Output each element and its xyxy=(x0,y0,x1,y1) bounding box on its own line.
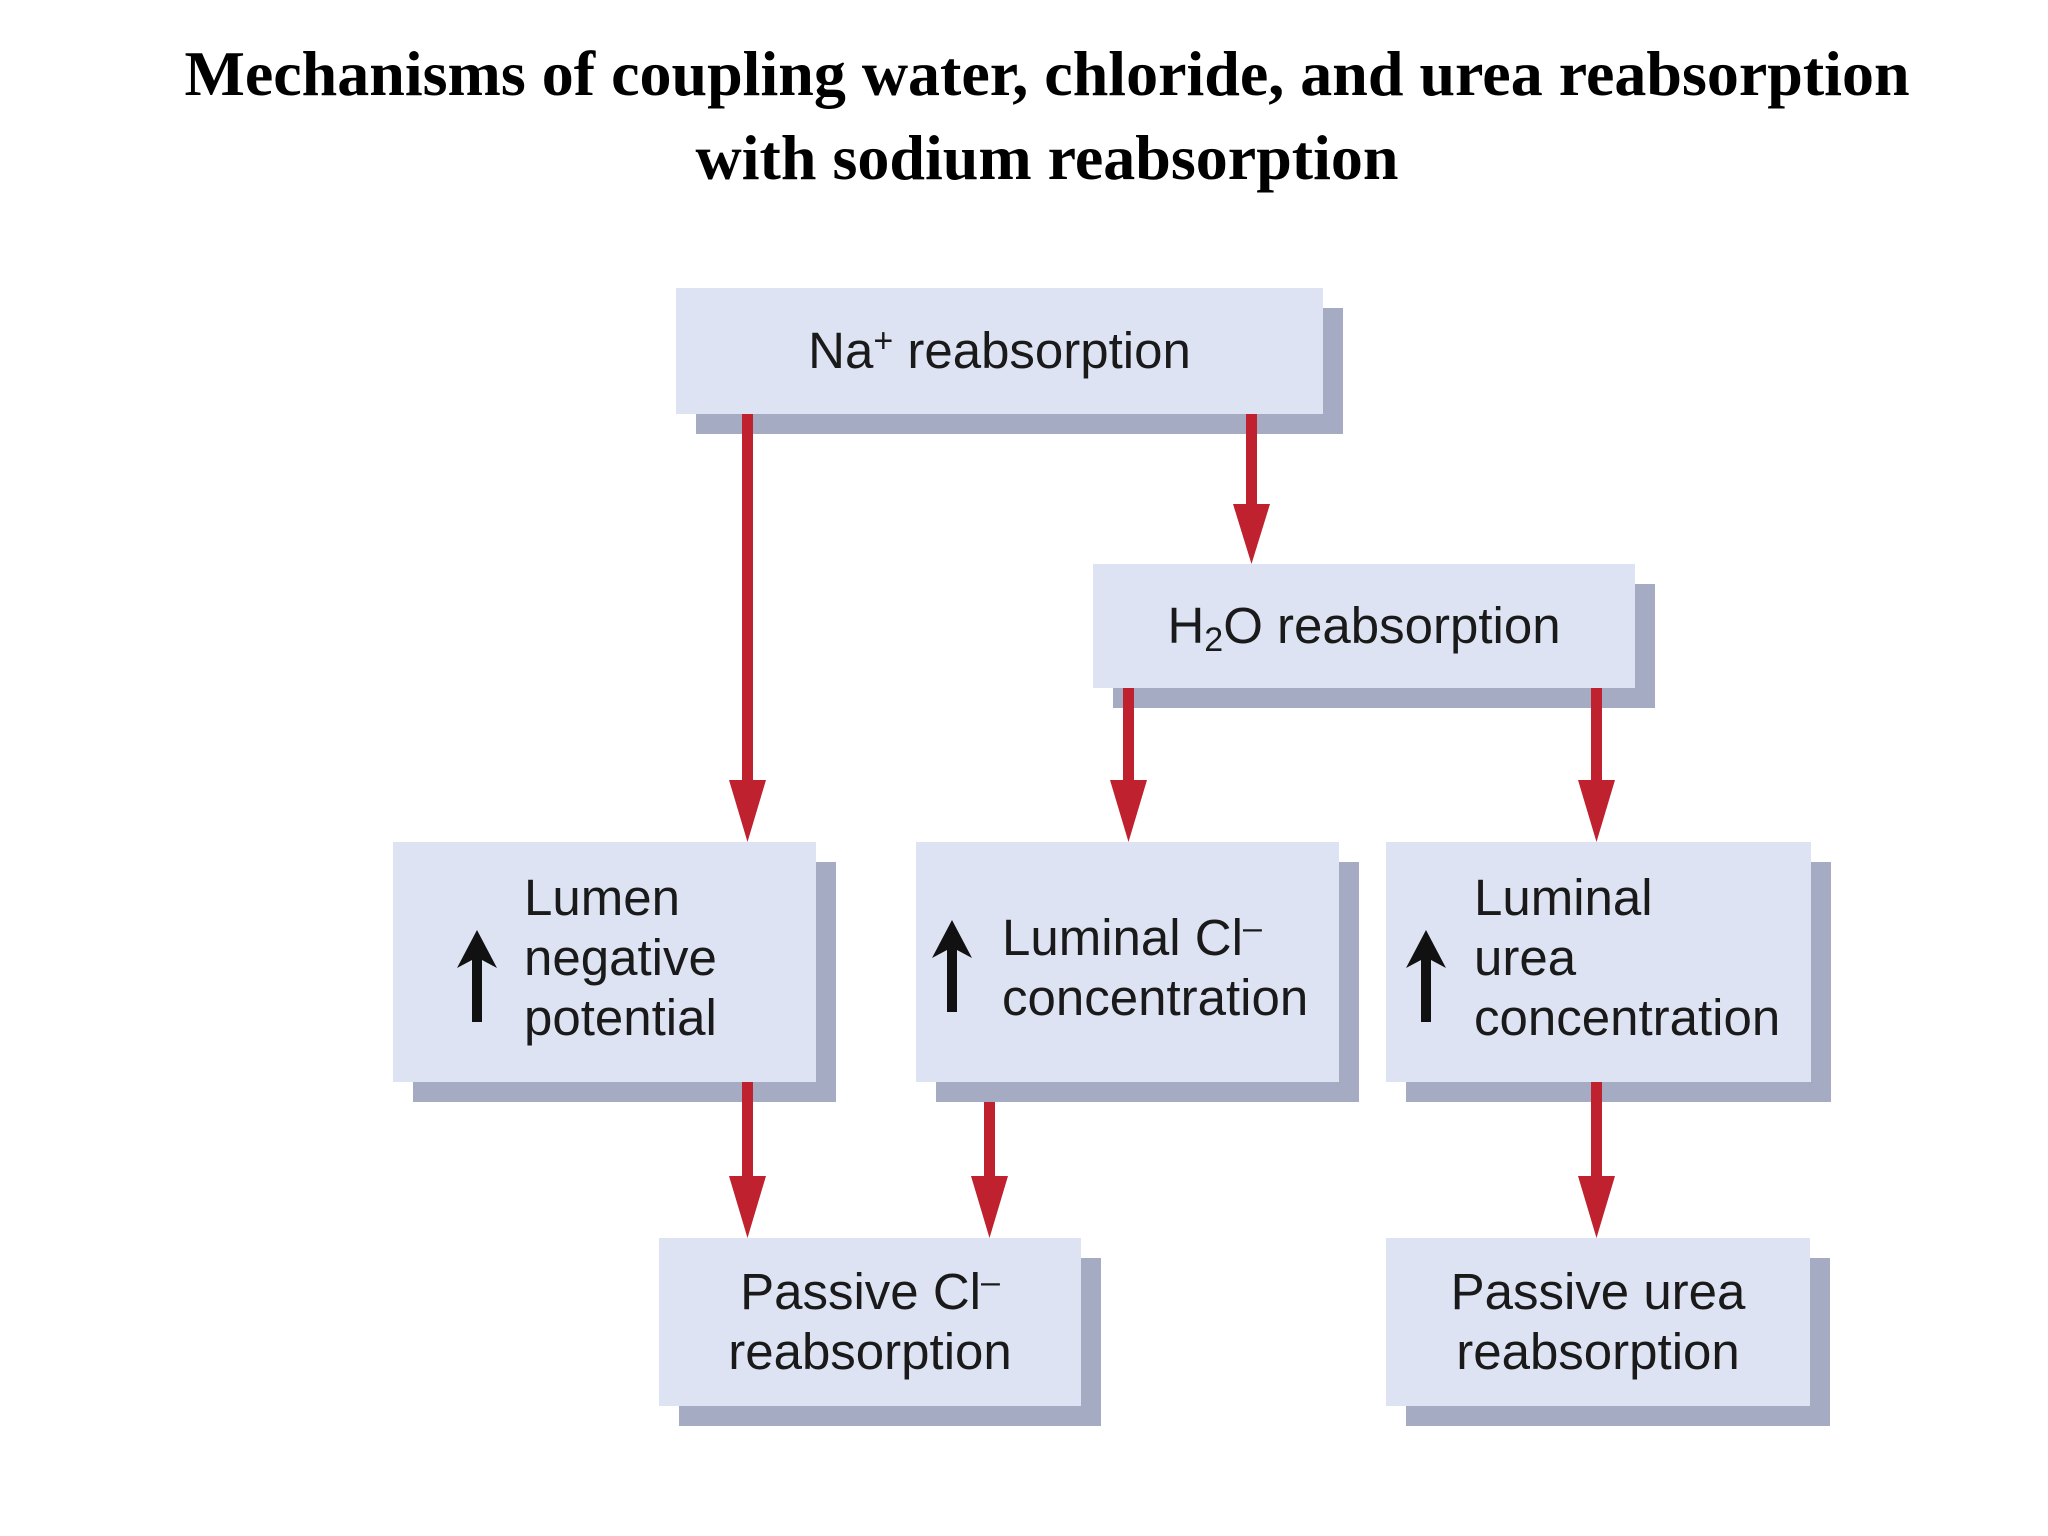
node-lumen-negative-potential: Lumen negative potential xyxy=(393,842,836,1102)
diagram-title: Mechanisms of coupling water, chloride, … xyxy=(0,32,2048,200)
cl-conc-line-1: Luminal Cl xyxy=(1002,909,1243,966)
urea-conc-line-3: concentration xyxy=(1474,989,1781,1046)
arrow-lumen-to-passive-cl xyxy=(729,1082,766,1238)
up-arrow-icon xyxy=(457,930,497,1022)
lumen-line-3: potential xyxy=(524,989,717,1046)
na-reabsorption-label: reabsorption xyxy=(893,322,1191,379)
passive-cl-line-2: reabsorption xyxy=(728,1323,1012,1380)
lumen-line-2: negative xyxy=(524,929,717,986)
arrow-na-to-lumen xyxy=(729,414,766,842)
node-passive-urea-reabsorption: Passive urea reabsorption xyxy=(1386,1238,1830,1426)
na-charge: + xyxy=(873,322,894,360)
passive-cl-charge: – xyxy=(980,1263,1000,1301)
node-luminal-urea-concentration: Luminal urea concentration xyxy=(1386,842,1831,1102)
urea-conc-line-2: urea xyxy=(1474,929,1577,986)
h2o-h-label: H xyxy=(1167,597,1205,654)
h2o-subscript: 2 xyxy=(1204,621,1224,659)
lumen-line-1: Lumen xyxy=(524,869,680,926)
cl-conc-line-2: concentration xyxy=(1002,969,1309,1026)
up-arrow-icon xyxy=(1406,930,1446,1022)
node-luminal-cl-concentration: Luminal Cl– concentration xyxy=(916,842,1359,1102)
passive-cl-line-1: Passive Cl xyxy=(740,1263,981,1320)
up-arrow-icon xyxy=(932,920,972,1012)
cl-charge: – xyxy=(1242,909,1262,947)
passive-urea-line-1: Passive urea xyxy=(1450,1263,1746,1320)
node-passive-cl-reabsorption: Passive Cl– reabsorption xyxy=(659,1238,1101,1426)
passive-urea-line-2: reabsorption xyxy=(1456,1323,1740,1380)
urea-conc-line-1: Luminal xyxy=(1474,869,1653,926)
arrow-h2o-to-urea-concentration xyxy=(1578,688,1615,842)
arrow-na-to-h2o xyxy=(1233,414,1270,564)
node-h2o-reabsorption: H2O reabsorption xyxy=(1093,564,1655,708)
title-line-2: with sodium reabsorption xyxy=(695,122,1399,193)
na-label: Na xyxy=(808,322,874,379)
h2o-reabsorption-label: O reabsorption xyxy=(1223,597,1561,654)
arrow-h2o-to-cl-concentration xyxy=(1110,688,1147,842)
arrow-cl-concentration-to-passive-cl xyxy=(971,1102,1008,1238)
node-na-reabsorption: Na+ reabsorption xyxy=(676,288,1343,434)
title-line-1: Mechanisms of coupling water, chloride, … xyxy=(184,38,1910,109)
arrow-urea-concentration-to-passive-urea xyxy=(1578,1082,1615,1238)
